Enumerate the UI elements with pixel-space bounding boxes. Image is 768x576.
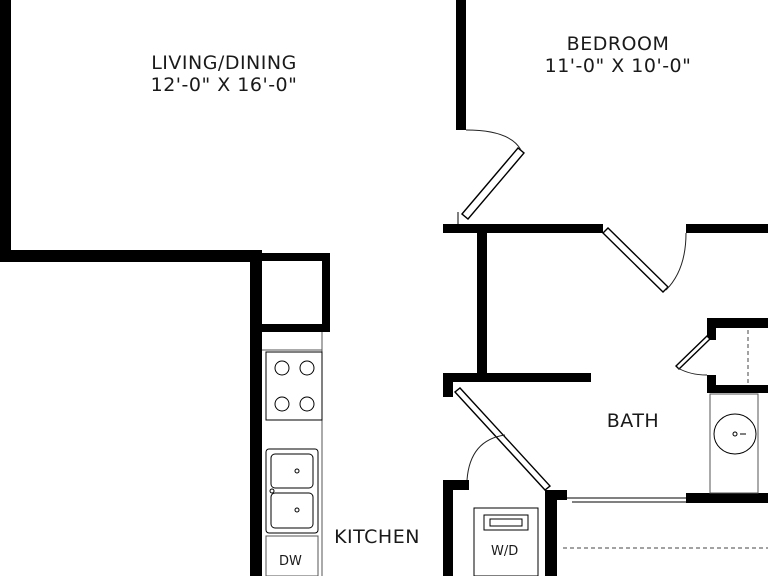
washer-dryer-label: W/D — [491, 544, 519, 559]
burner-1 — [274, 360, 290, 376]
bedroom-dims: 11'-0" X 10'-0" — [544, 55, 692, 77]
living-room-label: LIVING/DINING 12'-0" X 16'-0" — [124, 52, 324, 96]
wall-living-left — [0, 0, 11, 262]
bedroom-name: BEDROOM — [566, 33, 670, 55]
sink-basin — [713, 413, 757, 455]
wd-panel-inner — [489, 518, 523, 527]
wall-bath-stub — [443, 373, 453, 397]
sink-drain — [732, 431, 738, 437]
burner-3 — [274, 396, 290, 412]
bath-label: BATH — [583, 410, 683, 432]
bath-door-arc — [466, 434, 506, 481]
sink-drain-1 — [294, 468, 300, 474]
wall-bedroom-bottom-left — [443, 224, 603, 233]
wd-panel — [483, 514, 529, 531]
vanity-counter — [709, 393, 759, 494]
closet-door — [675, 335, 711, 376]
tub — [557, 497, 768, 549]
hall-door-leaf — [602, 227, 669, 293]
bedroom-door-leaf — [461, 147, 525, 220]
living-room-dims: 12'-0" X 16'-0" — [150, 74, 298, 96]
wall-closet-left-top — [707, 318, 716, 340]
wall-hall-left — [477, 224, 487, 380]
dishwasher-box — [265, 535, 319, 576]
bedroom-label: BEDROOM 11'-0" X 10'-0" — [518, 33, 718, 77]
wall-bedroom-left — [456, 0, 466, 130]
hall-door-arc — [665, 232, 687, 291]
wd-body — [473, 507, 539, 576]
closet-door-arc — [677, 367, 708, 376]
wall-closet-left-bottom — [707, 375, 716, 393]
wall-closet-top — [707, 318, 768, 328]
pantry-top — [250, 253, 330, 261]
sink-drain-2 — [294, 507, 300, 513]
burner-2 — [299, 360, 315, 376]
wall-kitchen-left — [250, 250, 262, 576]
bedroom-door — [457, 129, 525, 224]
wall-laundry-right — [545, 490, 557, 576]
burner-4 — [299, 396, 315, 412]
wall-closet-bottom — [707, 385, 768, 393]
bath-name: BATH — [606, 410, 660, 432]
pantry-bottom — [250, 324, 330, 332]
sink-tap — [269, 488, 275, 494]
sink-outer — [265, 448, 319, 534]
pantry-right — [322, 253, 330, 332]
wall-laundry-top-right — [545, 490, 567, 500]
bath-door-leaf — [453, 387, 552, 491]
closet-door-leaf — [675, 335, 711, 370]
wall-living-bottom — [0, 250, 262, 262]
wall-laundry-left — [443, 480, 453, 576]
pantry — [250, 253, 330, 332]
wall-laundry-top-left — [443, 480, 469, 490]
wall-bath-top — [443, 373, 591, 382]
bath-door — [453, 387, 552, 491]
kitchen-label: KITCHEN — [326, 526, 428, 548]
range — [265, 351, 323, 421]
bedroom-door-arc — [465, 129, 522, 151]
dishwasher-label: DW — [279, 554, 302, 569]
bath-vanity — [709, 393, 759, 494]
sink-bowl-2 — [270, 492, 314, 529]
sink-bowl-1 — [270, 453, 314, 489]
wall-bedroom-bottom-right — [686, 224, 768, 233]
living-room-name: LIVING/DINING — [151, 52, 297, 74]
kitchen-sink — [265, 448, 319, 534]
hall-door — [602, 227, 687, 293]
wall-bath-bottom — [686, 493, 768, 503]
kitchen-name: KITCHEN — [334, 526, 420, 548]
range-body — [265, 351, 323, 421]
washer-dryer — [473, 507, 539, 576]
